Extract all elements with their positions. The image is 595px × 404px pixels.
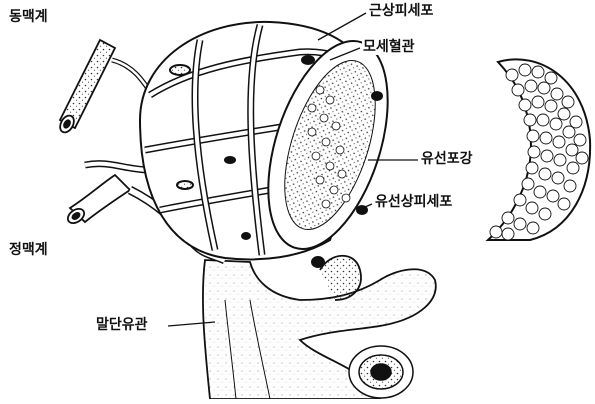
label-vein: 정맥계: [8, 242, 49, 258]
label-terminal-duct: 말단유관: [95, 317, 149, 333]
leader-myoepithelial: [318, 13, 366, 40]
label-artery: 동맥계: [8, 9, 49, 25]
label-secretory-epithelium: 유선상피세포: [374, 194, 453, 210]
label-alveolar-lumen: 유선포강: [420, 151, 474, 167]
label-capillary: 모세혈관: [362, 39, 416, 55]
epithelium-detail: [488, 59, 590, 240]
label-myoepithelial-cell: 근상피세포: [368, 3, 434, 19]
duct-cross-section: [349, 346, 413, 398]
